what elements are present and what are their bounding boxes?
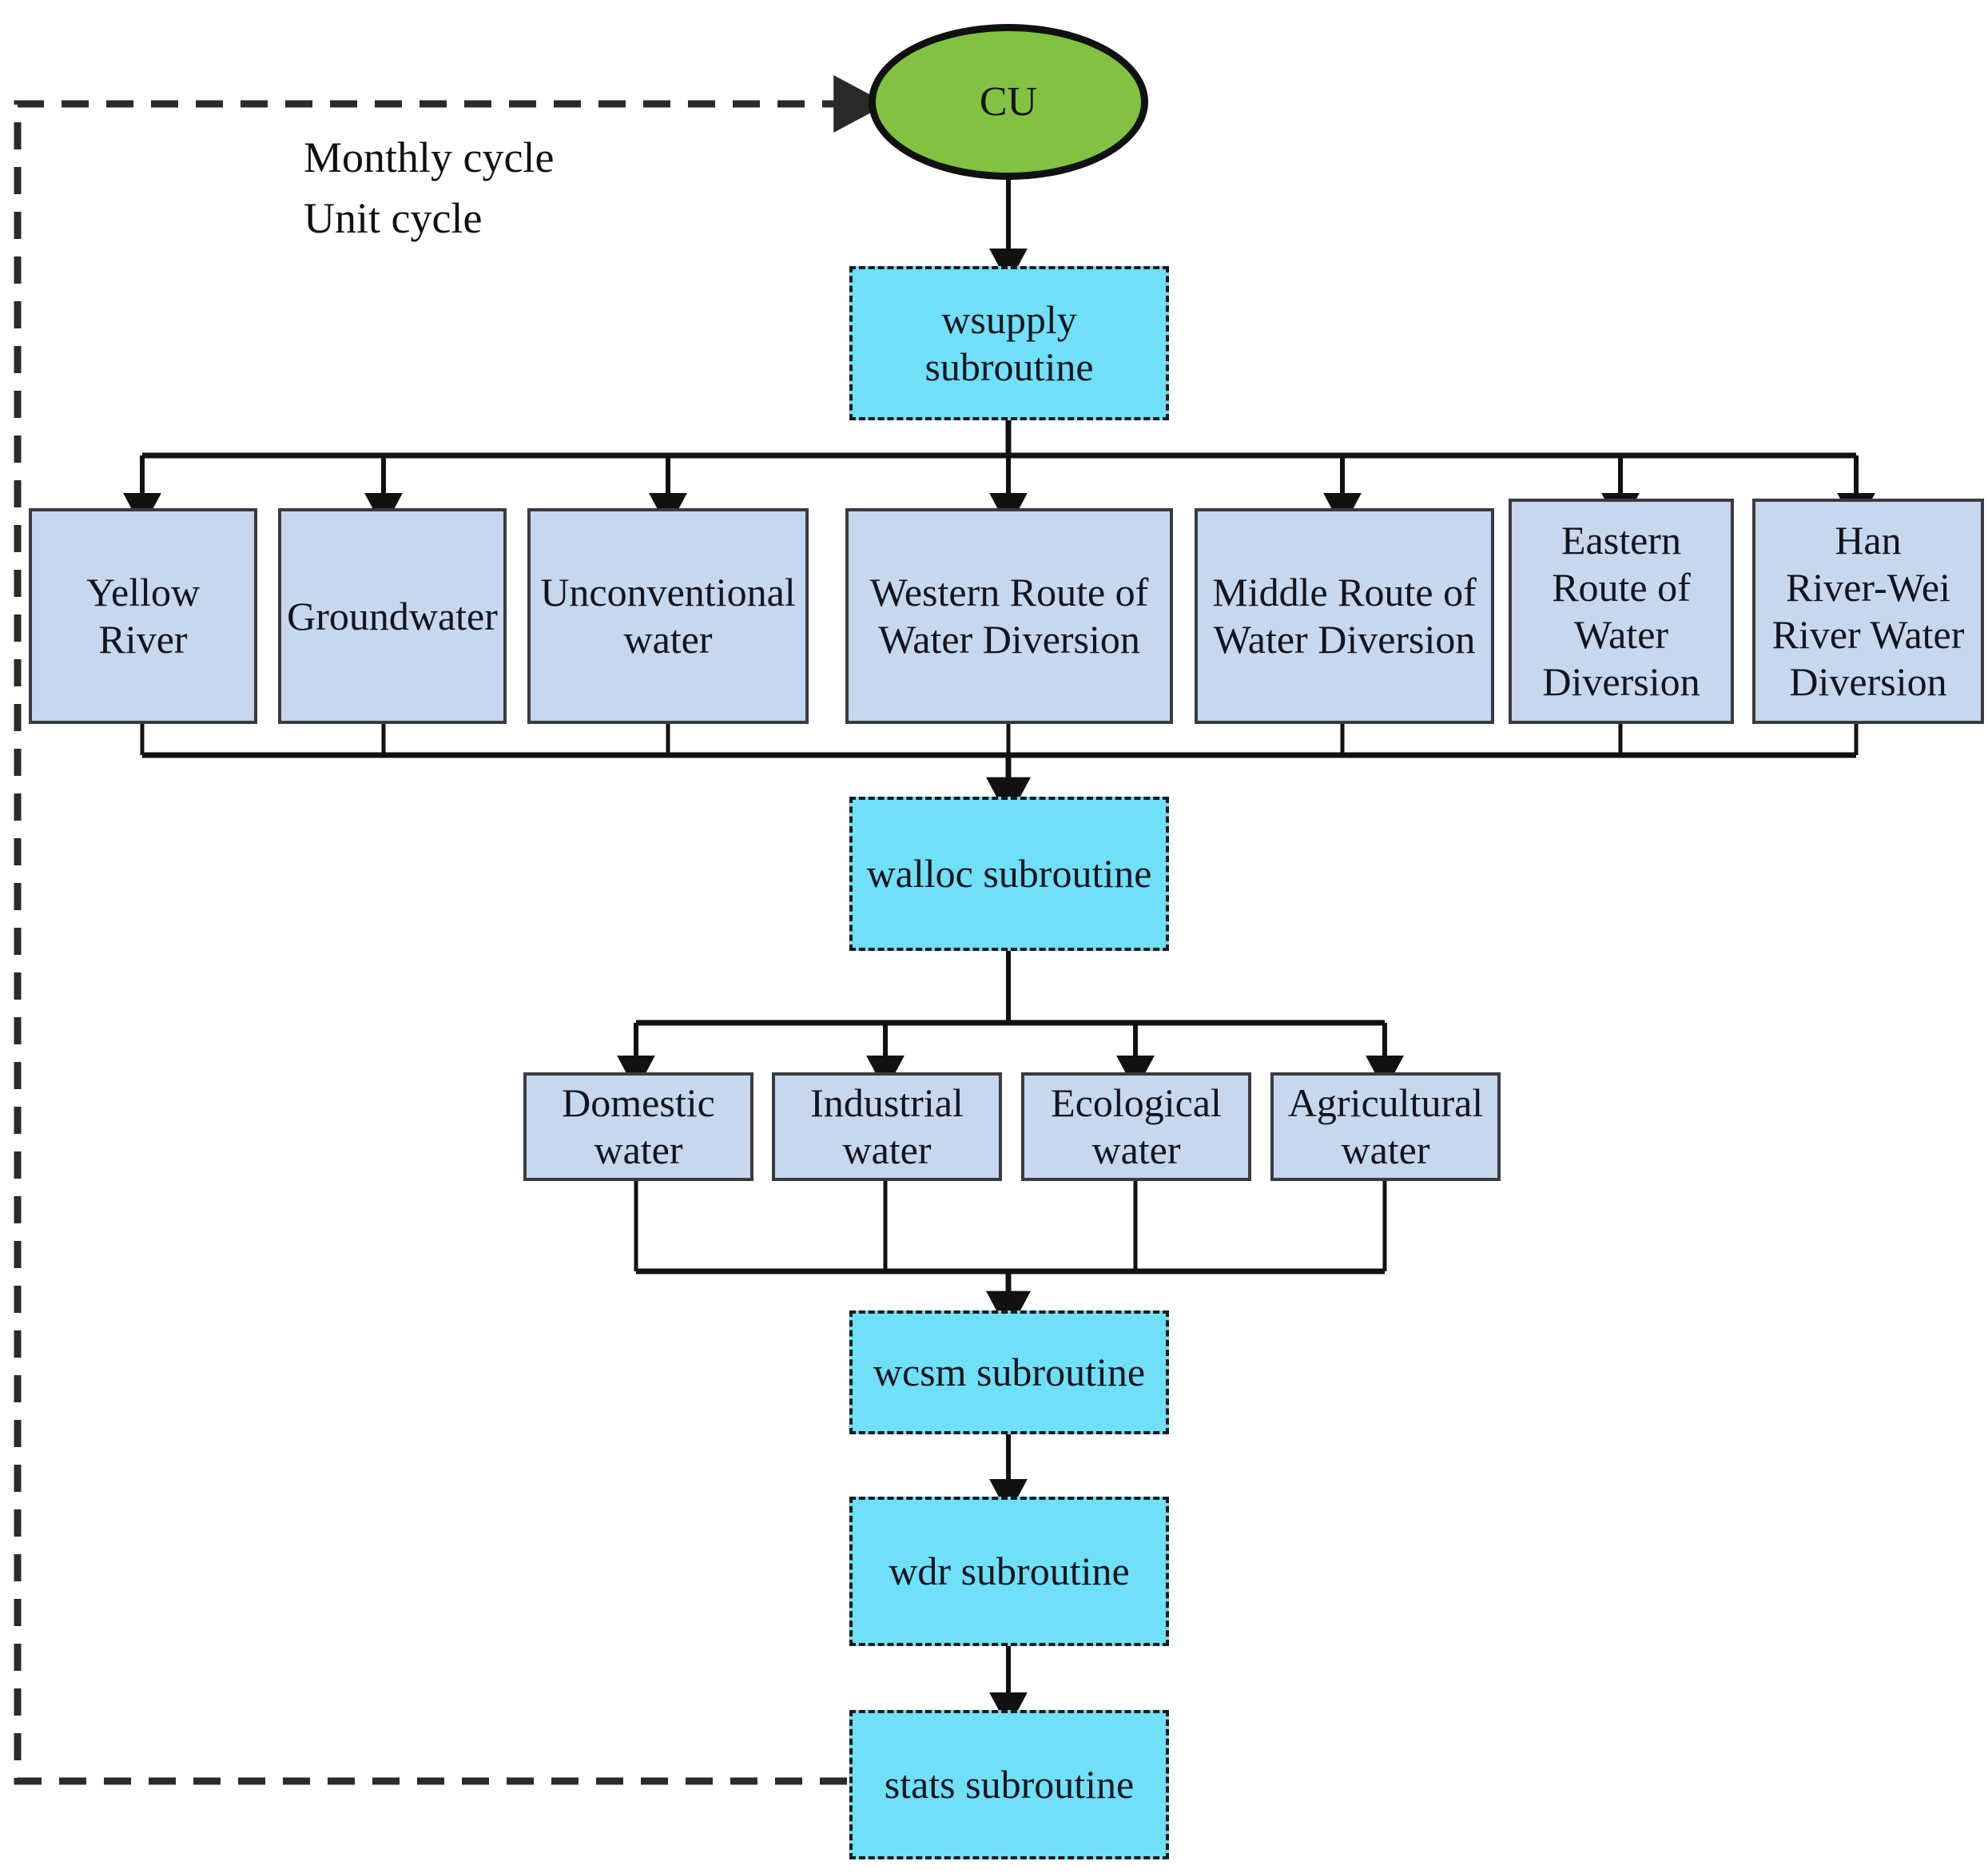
subroutine-stats[interactable]: stats subroutine xyxy=(849,1710,1169,1859)
cycle-label-unit: Unit cycle xyxy=(304,194,483,242)
subroutine-walloc[interactable]: walloc subroutine xyxy=(849,797,1169,951)
source-yellow-river[interactable]: Yellow River xyxy=(29,508,257,724)
subroutine-wdr[interactable]: wdr subroutine xyxy=(849,1497,1169,1646)
subroutine-wcsm[interactable]: wcsm subroutine xyxy=(849,1310,1169,1434)
feedback-loop-edge xyxy=(14,75,888,1785)
subroutine-wsupply[interactable]: wsupply subroutine xyxy=(849,266,1169,420)
source-groundwater[interactable]: Groundwater xyxy=(278,508,507,724)
start-node-cu[interactable]: CU xyxy=(869,24,1148,180)
cycle-label-monthly: Monthly cycle xyxy=(304,133,555,181)
